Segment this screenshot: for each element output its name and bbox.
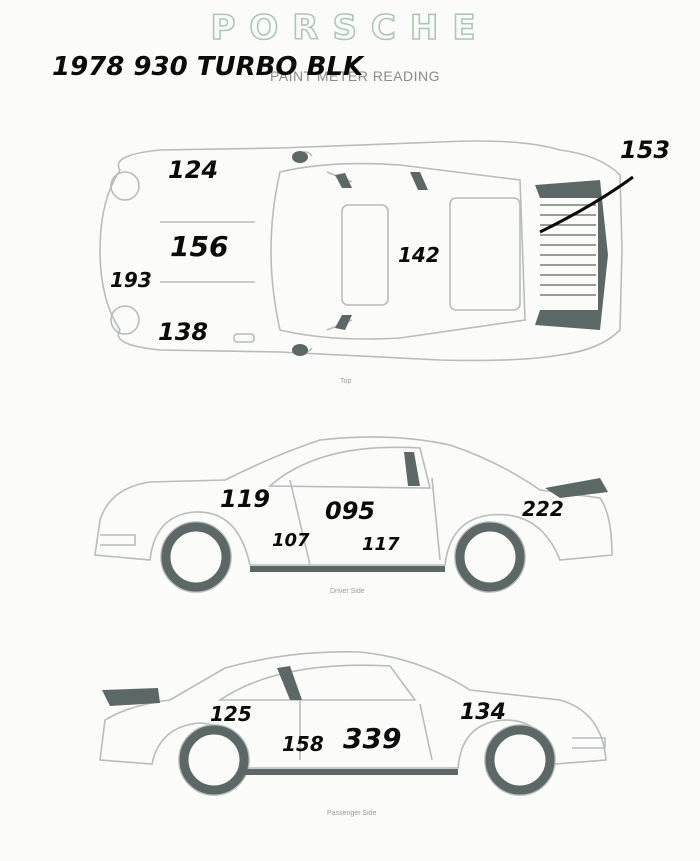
reading-rear-grille: 153	[620, 136, 671, 164]
pointer-line	[539, 175, 634, 234]
reading-front-bumper: 193	[110, 268, 152, 292]
dark-trim	[102, 151, 608, 795]
driver-side-car	[94, 436, 613, 593]
reading-passenger-sill: 158	[282, 732, 324, 756]
brand-logo: PORSCHE	[210, 7, 490, 49]
passenger-view-label: Passenger Side	[327, 810, 377, 817]
reading-hood-center: 156	[170, 230, 229, 263]
top-view-car	[99, 140, 623, 362]
reading-driver-door: 095	[325, 497, 376, 525]
driver-view-label: Driver Side	[330, 588, 365, 595]
handwritten-title: 1978 930 TURBO BLK	[52, 52, 364, 82]
reading-front-fender: 138	[158, 318, 209, 346]
reading-driver-fender: 119	[220, 485, 271, 513]
reading-driver-sill-front: 107	[272, 530, 310, 551]
reading-driver-sill-rear: 117	[362, 534, 400, 555]
reading-roof: 142	[398, 243, 440, 267]
reading-passenger-rear-quarter: 125	[210, 702, 252, 726]
reading-hood: 124	[168, 156, 219, 184]
sheet-title: PAINT METER READING	[270, 68, 441, 84]
reading-passenger-door: 339	[343, 722, 402, 755]
reading-driver-rear-quarter: 222	[522, 497, 564, 521]
reading-passenger-fender: 134	[460, 700, 506, 725]
top-view-label: Top	[340, 378, 352, 385]
